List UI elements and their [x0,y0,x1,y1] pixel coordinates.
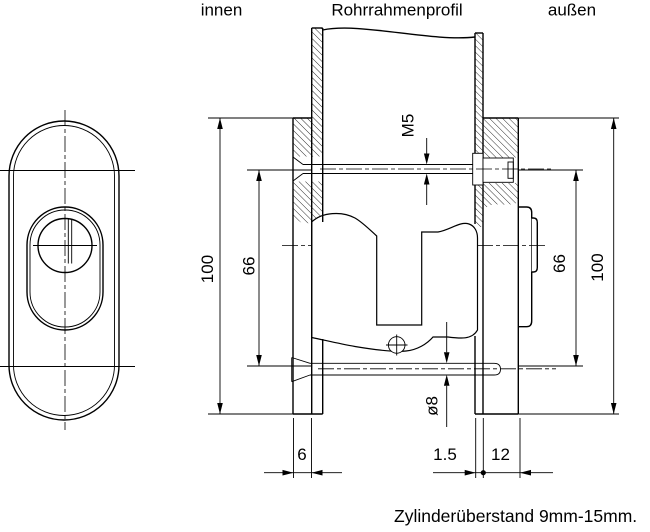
dim-dia8-text: ø8 [422,396,441,416]
dimension-screw-diameter: ø8 [422,322,450,427]
cylinder-protrusion [531,217,538,273]
hatch-right-wall-stub [475,209,483,227]
hatch-right-plate-upper [483,118,519,158]
dim-100-right-lines [518,117,619,415]
dim-origin-dot [480,470,486,476]
dim-12-text: 12 [491,445,510,464]
hatch-right-below-screw [475,183,519,211]
dim-66-right-lines [518,169,583,367]
dim-m5-arrows [423,153,430,185]
top-screw-countersunk-head [292,156,304,182]
labels: innen Rohrrahmenprofil außen Zylinderübe… [201,1,637,527]
front-view-escutcheon [0,110,135,430]
hatch-right-wall-upper [475,33,483,158]
side-section-view [282,27,556,415]
dim-dia8-arrows [443,352,450,386]
dim-66-right-text: 66 [550,254,569,273]
dim-15-text: 1.5 [433,445,457,464]
bottom-screw [291,357,556,383]
label-inside: innen [201,1,243,20]
dimension-screw-spacing-right: 66 [518,169,583,367]
dimension-wall-and-outer-plate: 1.5 12 [433,418,553,478]
outer-plate-contour [8,120,120,421]
lock-housing-section [311,212,479,352]
bottom-screw-countersunk-head [291,357,311,383]
hatch-left-below-screw [293,181,323,224]
dim-66-left-text: 66 [239,257,258,276]
dimensions: 100 66 M5 66 100 ø8 [198,114,619,478]
outer-plate-inner-edge [13,125,115,416]
dim-100-right-text: 100 [588,253,607,281]
dim-66-left-lines [247,169,312,367]
label-tube-frame-profile: Rohrrahmenprofil [331,1,462,20]
tube-break-line [322,27,476,39]
dim-100-left-lines [208,117,310,415]
structural-lines [292,27,519,415]
dimension-total-height-left: 100 [198,117,310,415]
dim-6-text: 6 [297,445,306,464]
dimension-thread-m5: M5 [398,114,430,205]
dim-m5-text: M5 [398,114,417,138]
top-screw [292,152,552,186]
dimension-screw-spacing-left: 66 [239,169,312,367]
dim-6-arrows [282,469,323,476]
label-outside: außen [548,1,596,20]
hatch-left-plate-upper [293,118,312,157]
hatch-left-wall-upper [311,28,323,157]
dimension-inner-plate-thickness: 6 [264,418,342,478]
dim-15-12-lines [433,418,553,478]
bottom-screw-tip [493,362,501,376]
dim-6-lines [264,418,342,478]
dim-100-left-text: 100 [198,255,217,283]
bottom-screw-shank [310,362,494,376]
note-cylinder-protrusion: Zylinderüberstand 9mm-15mm. [394,506,637,526]
hatch-areas [293,28,519,227]
keyway-lines [67,218,73,264]
grub-screw-crosshair [386,334,408,356]
cover-bump-outside [518,206,533,328]
dimension-total-height-right: 100 [518,117,619,415]
top-screw-end-cap [507,161,514,179]
